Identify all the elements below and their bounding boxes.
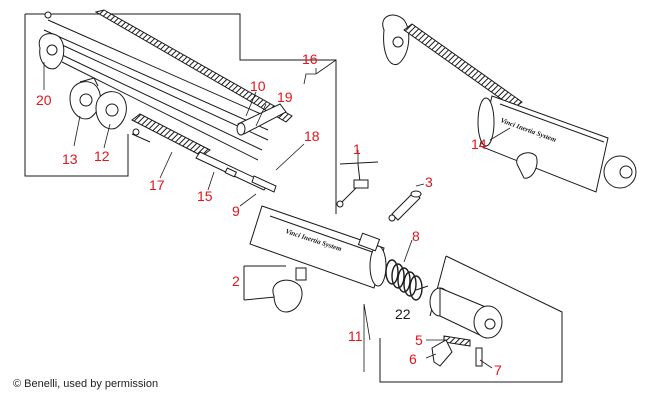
leader-lines: [43, 59, 511, 372]
inset-box-11: [379, 255, 563, 383]
spring-8: [385, 259, 423, 301]
callout-14: 14: [471, 136, 487, 152]
callout-6: 6: [409, 351, 417, 367]
callout-3: 3: [425, 174, 433, 190]
plate-12: [95, 91, 140, 136]
inset-box-recoil-parts: [24, 9, 337, 214]
spring-19: [94, 9, 293, 123]
inset-box-border: [24, 13, 337, 214]
copyright-credit: © Benelli, used by permission: [13, 378, 159, 390]
rod-15: [195, 151, 269, 191]
charging-handle-2: [243, 265, 307, 313]
callout-8: 8: [412, 228, 420, 244]
tube-10: [236, 103, 287, 136]
callout-labels: 1 2 3 5 6 7 8 9 10 11 12 13 14 15 16 17 …: [36, 51, 502, 378]
bolt-body-9: Vinci Inertia System: [249, 205, 387, 289]
callout-5: 5: [415, 332, 423, 348]
spring-17: [131, 113, 211, 157]
bar-18: [251, 175, 277, 193]
callout-17: 17: [149, 177, 165, 193]
assembled-bolt-14: Vinci Inertia System: [382, 14, 637, 193]
callout-15: 15: [197, 188, 213, 204]
plate-13: [69, 77, 101, 120]
callout-18: 18: [304, 128, 320, 144]
plate-20: [38, 11, 65, 70]
callout-12: 12: [94, 148, 110, 164]
pin-1: [336, 161, 379, 208]
callout-20: 20: [36, 92, 52, 108]
callout-2: 2: [232, 273, 240, 289]
callout-1: 1: [353, 141, 361, 157]
callout-11: 11: [348, 328, 363, 344]
callout-19: 19: [277, 89, 293, 105]
callout-16: 16: [302, 51, 318, 67]
callout-13: 13: [62, 151, 78, 167]
guide-rods: [43, 19, 271, 161]
callout-22: 22: [395, 306, 411, 322]
callout-9: 9: [232, 203, 240, 219]
callout-10: 10: [250, 78, 266, 94]
callout-7: 7: [494, 362, 502, 378]
cam-pin-3: [388, 190, 422, 222]
